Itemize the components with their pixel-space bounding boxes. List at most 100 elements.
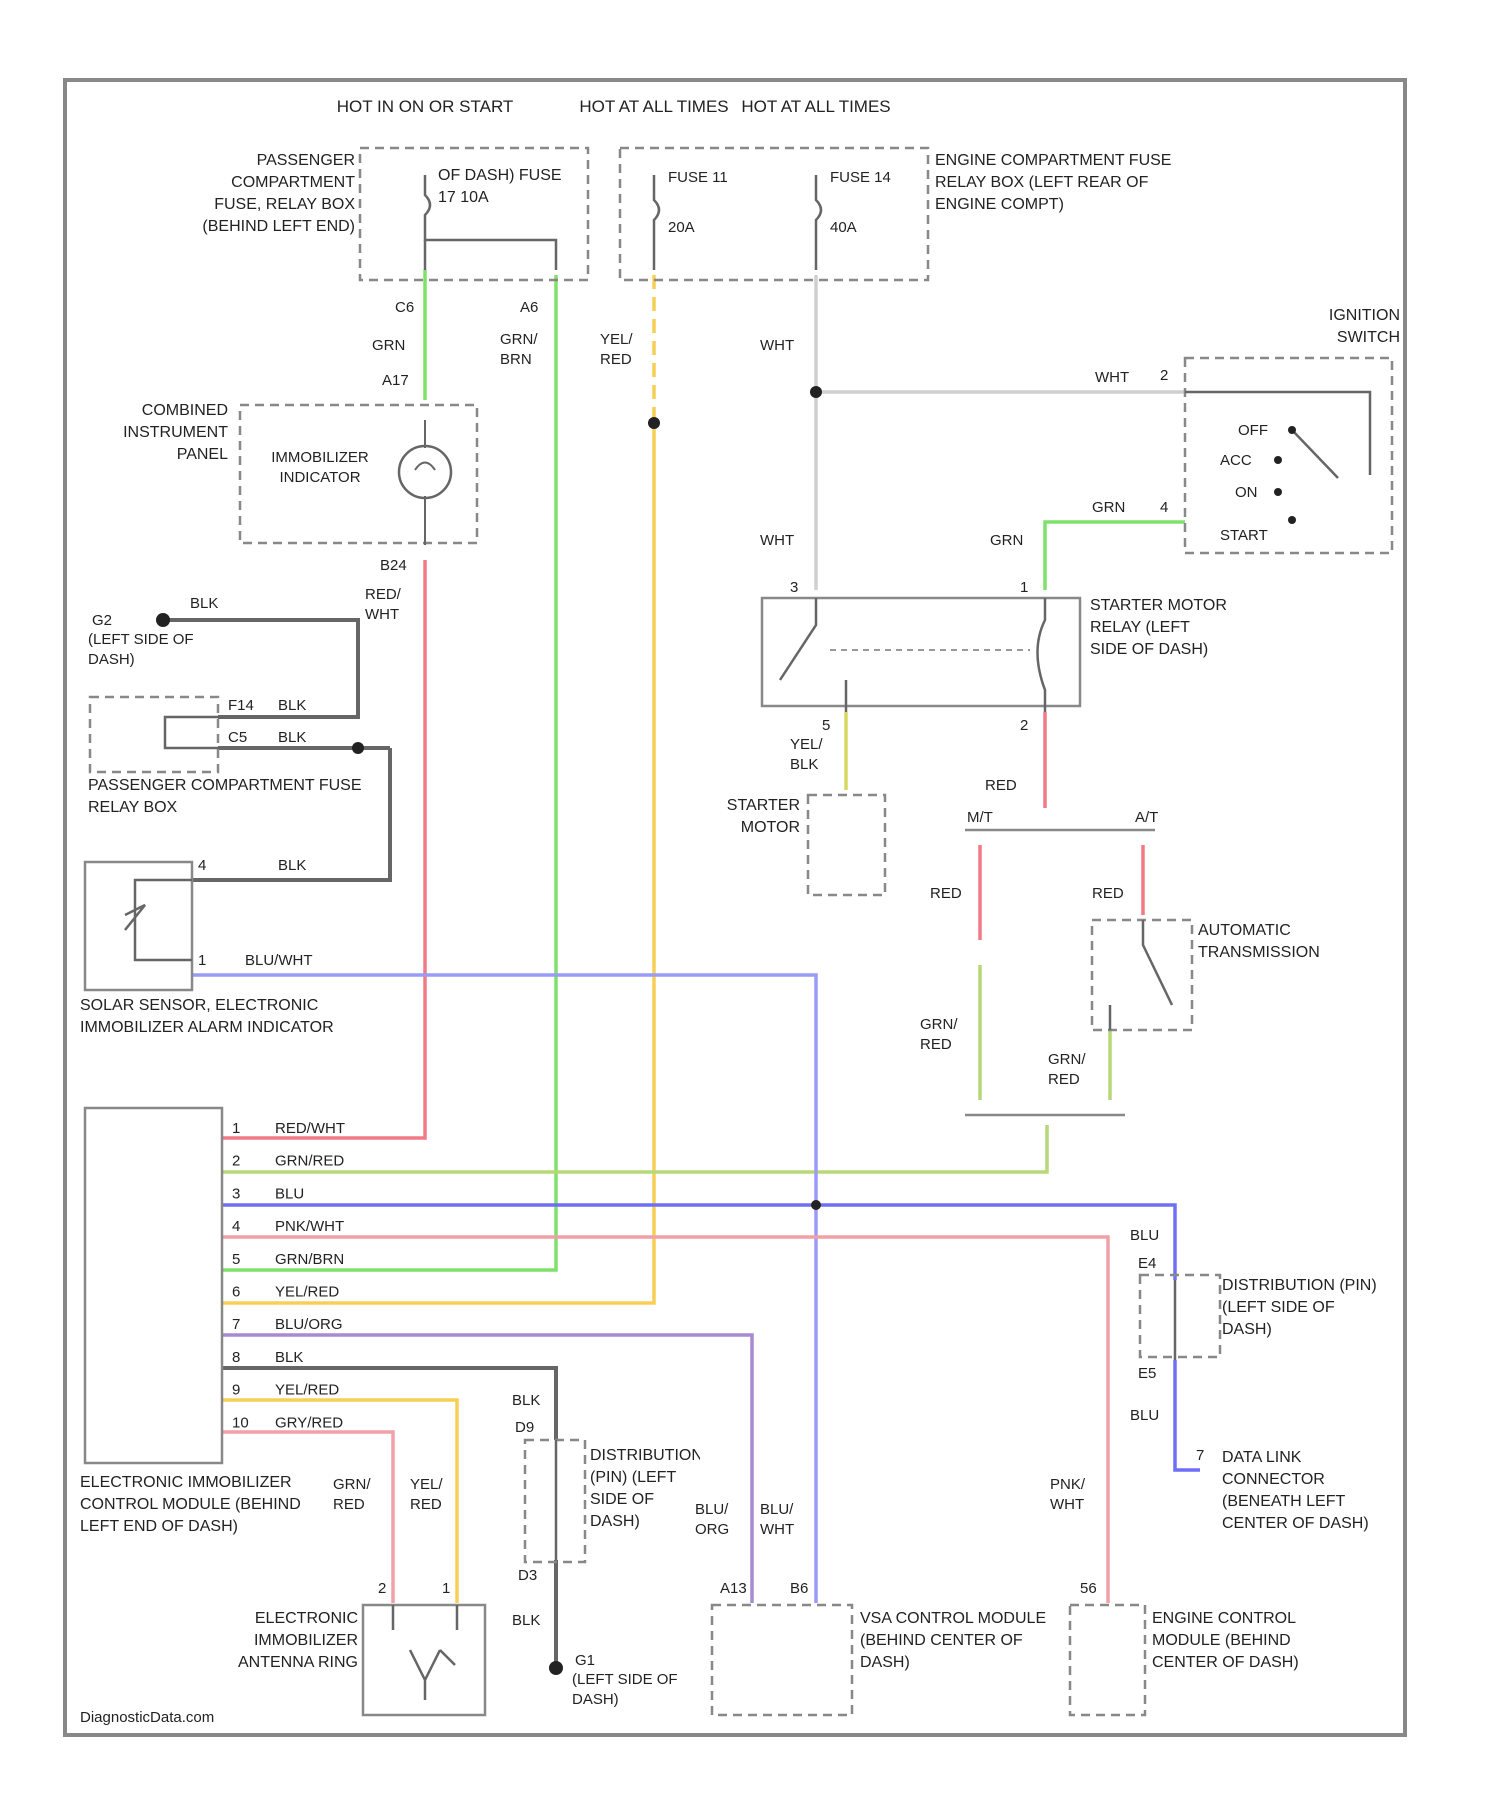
fuse-11-symbol <box>654 175 659 270</box>
module-pin-wire: BLK <box>275 1349 303 1366</box>
module-pin-wire: GRY/RED <box>275 1414 343 1431</box>
wire-label-grn-red-3: GRN/ RED <box>333 1475 388 1515</box>
immob-module-label: ELECTRONIC IMMOBILIZER CONTROL MODULE (B… <box>80 1472 320 1538</box>
ecm-label: ENGINE CONTROL MODULE (BEHIND CENTER OF … <box>1152 1608 1352 1674</box>
wire-label-blu-1: BLU <box>1130 1227 1159 1244</box>
pcb-pin-f14: F14 <box>228 697 254 714</box>
antenna-pin-1: 1 <box>442 1580 450 1597</box>
antenna-ring-icon <box>393 1605 457 1700</box>
module-pin-number: 5 <box>232 1251 240 1268</box>
starter-motor-label: STARTER MOTOR <box>700 795 800 839</box>
module-pin-number: 7 <box>232 1316 240 1333</box>
pcb-relay-jumper <box>165 717 218 748</box>
wire-label-red-1: RED <box>985 777 1017 794</box>
starter-relay-switch-icon <box>780 598 846 712</box>
wire-label-blk-3: BLK <box>278 729 306 746</box>
solar-sensor-icon <box>125 880 192 960</box>
ignition-pos-start: START <box>1220 527 1268 544</box>
wire-label-blk-5: BLK <box>512 1392 540 1409</box>
vsa-frame <box>712 1605 852 1715</box>
trans-at: A/T <box>1135 809 1158 826</box>
panel-pin-b24: B24 <box>380 557 407 574</box>
wire-blk-module <box>222 1368 556 1440</box>
wire-label-blk-1: BLK <box>190 595 218 612</box>
ignition-pos-on: ON <box>1235 484 1258 501</box>
ignition-switch-contact-icon <box>1185 392 1370 478</box>
pcb-relay-frame <box>90 697 218 772</box>
ignition-pos-acc: ACC <box>1220 452 1252 469</box>
pcb-relay-label: PASSENGER COMPARTMENT FUSE RELAY BOX <box>88 775 388 819</box>
power-label-all-2: HOT AT ALL TIMES <box>741 97 890 116</box>
fuse-14-symbol <box>816 175 821 270</box>
starter-relay-frame <box>762 598 1080 706</box>
vsa-pin-a13: A13 <box>720 1580 747 1597</box>
module-pin-wire: PNK/WHT <box>275 1218 344 1235</box>
starter-relay-label: STARTER MOTOR RELAY (LEFT SIDE OF DASH) <box>1090 595 1230 661</box>
splice-yel <box>648 417 660 429</box>
module-pin-wire: GRN/RED <box>275 1153 344 1170</box>
distribution-frame <box>1140 1275 1220 1357</box>
pass-fuse-box-label: PASSENGER COMPARTMENT FUSE, RELAY BOX (B… <box>180 150 355 238</box>
distr-gnd-pin-d9: D9 <box>515 1419 534 1436</box>
dlc-pin-7: 7 <box>1196 1447 1204 1464</box>
power-label-all-1: HOT AT ALL TIMES <box>579 97 728 116</box>
wire-label-wht-2: WHT <box>1095 369 1129 386</box>
solar-sensor-label: SOLAR SENSOR, ELECTRONIC IMMOBILIZER ALA… <box>80 995 380 1039</box>
wire-label-yel-blk: YEL/ BLK <box>790 735 840 775</box>
instrument-panel-label: COMBINED INSTRUMENT PANEL <box>88 400 228 466</box>
wire-label-grn-red-2: GRN/ RED <box>1048 1050 1103 1090</box>
fuse-14-amp: 40A <box>830 219 857 236</box>
fuse-11-amp: 20A <box>668 219 695 236</box>
starter-relay-coil-icon <box>1038 598 1046 712</box>
module-pin-wire: YEL/RED <box>275 1284 339 1301</box>
module-pin-number: 6 <box>232 1284 240 1301</box>
ground-g2-icon <box>156 613 170 627</box>
wire-label-blu-2: BLU <box>1130 1407 1159 1424</box>
wire-label-blk-2: BLK <box>278 697 306 714</box>
module-pin-number: 2 <box>232 1153 240 1170</box>
module-pin-wire: YEL/RED <box>275 1382 339 1399</box>
module-pin-number: 10 <box>232 1414 249 1431</box>
module-pin-wire: BLU <box>275 1185 304 1202</box>
wire-label-grn: GRN <box>372 337 405 354</box>
module-pin-number: 8 <box>232 1349 240 1366</box>
wire-label-yel-red: YEL/ RED <box>600 330 650 370</box>
solar-pin-4: 4 <box>198 857 206 874</box>
ignition-pin-4: 4 <box>1160 499 1168 516</box>
antenna-pin-2: 2 <box>378 1580 386 1597</box>
wire-label-red-wht: RED/ WHT <box>365 585 420 625</box>
distribution-label: DISTRIBUTION (PIN) (LEFT SIDE OF DASH) <box>1222 1275 1382 1341</box>
wire-label-pnk-wht: PNK/ WHT <box>1050 1475 1105 1515</box>
wire-grn-red-module <box>222 1125 1047 1172</box>
watermark: DiagnosticData.com <box>80 1709 214 1726</box>
antenna-label: ELECTRONIC IMMOBILIZER ANTENNA RING <box>200 1608 358 1674</box>
engine-fuse-box-frame <box>620 148 928 280</box>
at-switch-icon <box>1110 920 1172 1030</box>
wire-label-blu-org: BLU/ ORG <box>695 1500 750 1540</box>
splice-wht <box>810 386 822 398</box>
wire-label-yel-red-2: YEL/ RED <box>410 1475 465 1515</box>
fuse-14-label: FUSE 14 <box>830 169 891 186</box>
module-pin-number: 9 <box>232 1382 240 1399</box>
vsa-pin-b6: B6 <box>790 1580 808 1597</box>
distribution-pin-e5: E5 <box>1138 1365 1156 1382</box>
immob-module-frame <box>85 1108 222 1463</box>
panel-pin-a17: A17 <box>382 372 409 389</box>
distribution-pin-e4: E4 <box>1138 1255 1156 1272</box>
power-label-run-start: HOT IN ON OR START <box>337 97 514 116</box>
pcb-pin-c5: C5 <box>228 729 247 746</box>
ground-g1-id: G1 <box>575 1652 595 1669</box>
immobilizer-indicator-icon <box>399 446 451 498</box>
engine-fuse-box-label: ENGINE COMPARTMENT FUSE RELAY BOX (LEFT … <box>935 150 1205 216</box>
ground-g2-id: G2 <box>92 612 112 629</box>
wire-label-blk-4: BLK <box>278 857 306 874</box>
ground-g1-icon <box>549 1661 563 1675</box>
ignition-pos-off: OFF <box>1238 422 1268 439</box>
auto-trans-label: AUTOMATIC TRANSMISSION <box>1198 920 1368 964</box>
module-pin-wire: RED/WHT <box>275 1120 345 1137</box>
module-pin-number: 3 <box>232 1185 240 1202</box>
pass-fuse-pin-a6: A6 <box>520 299 538 316</box>
ground-g2-label: (LEFT SIDE OF DASH) <box>88 630 218 670</box>
